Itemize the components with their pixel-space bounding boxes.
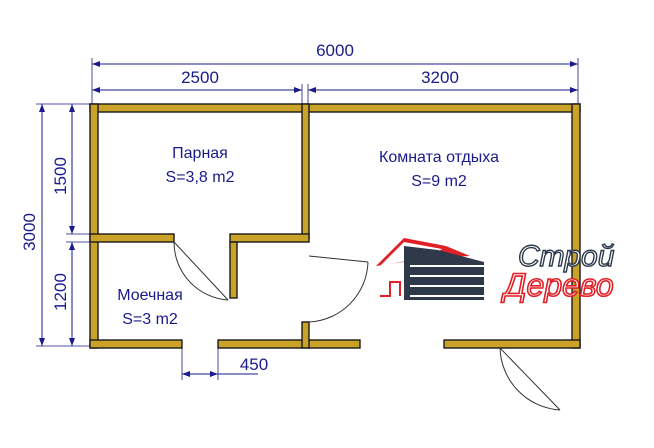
room-area-rest: S=9 m2 — [411, 173, 467, 190]
dimension-label-total-width: 6000 — [316, 41, 354, 60]
dimension-left-split: 1500 1200 — [51, 104, 92, 346]
dimension-label-total-height: 3000 — [20, 213, 39, 251]
wall-right — [571, 103, 581, 349]
wall-inner-vertical-upper — [301, 103, 310, 239]
dimension-label-right-width: 3200 — [421, 68, 459, 87]
walls — [89, 103, 581, 349]
door-steam-room — [173, 241, 229, 301]
wall-inner-horizontal-left — [89, 233, 175, 243]
wall-inner-vertical-lower — [301, 321, 310, 349]
room-area-wash: S=3 m2 — [122, 311, 178, 328]
dimension-label-lower-height: 1200 — [51, 273, 70, 311]
dimension-top-split: 2500 3200 — [92, 68, 578, 104]
wall-left — [89, 103, 99, 349]
door-entrance — [499, 347, 561, 411]
dimension-door: 450 — [181, 346, 268, 380]
logo-text-bottom: Дерево — [501, 267, 614, 303]
wall-bottom-2 — [217, 339, 361, 349]
dimension-label-door-width: 450 — [240, 355, 268, 374]
company-logo: Строй Дерево — [376, 238, 615, 304]
dimension-top-total: 6000 — [91, 41, 579, 104]
wall-top — [89, 103, 581, 113]
wall-inner-stub — [229, 241, 238, 299]
room-name-wash: Моечная — [117, 287, 183, 304]
wall-inner-horizontal-right — [229, 233, 310, 243]
room-rest: Комната отдыха S=9 m2 — [379, 149, 499, 190]
dimension-label-upper-height: 1500 — [51, 157, 70, 195]
room-name-steam: Парная — [172, 145, 228, 162]
dimension-left-total: 3000 — [20, 103, 92, 347]
logo-text-top: Строй — [518, 240, 615, 273]
room-name-rest: Комната отдыха — [379, 149, 499, 166]
room-steam: Парная S=3,8 m2 — [166, 145, 235, 186]
door-rest-room — [308, 255, 369, 323]
wall-bottom-3 — [443, 339, 581, 349]
house-icon — [376, 238, 484, 300]
wall-bottom-1 — [89, 339, 183, 349]
dimension-label-left-width: 2500 — [181, 68, 219, 87]
room-wash: Моечная S=3 m2 — [117, 287, 183, 328]
room-area-steam: S=3,8 m2 — [166, 169, 235, 186]
